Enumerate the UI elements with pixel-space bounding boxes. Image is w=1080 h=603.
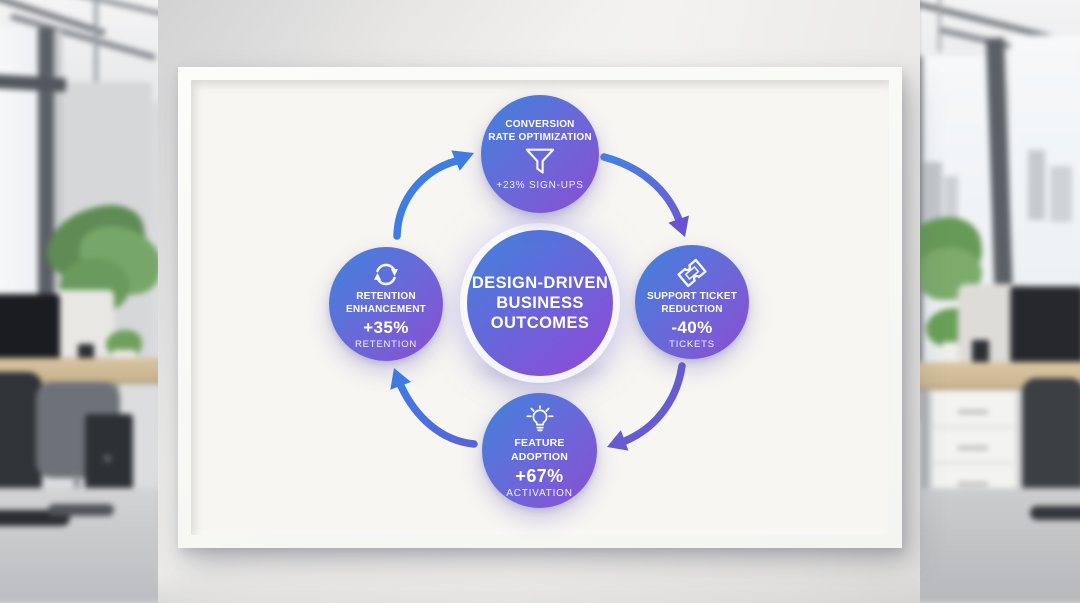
center-circle: DESIGN-DRIVEN BUSINESS OUTCOMES <box>467 230 613 376</box>
chair-wheels <box>1030 506 1080 520</box>
node-metric-label: RETENTION <box>354 339 418 350</box>
node-title: FEATURE ADOPTION <box>510 436 569 463</box>
node-retention-enhancement: RETENTION ENHANCEMENT +35% RETENTION <box>329 247 443 361</box>
monitor <box>0 294 60 366</box>
city-skyline <box>924 162 942 224</box>
node-title: SUPPORT TICKET REDUCTION <box>646 290 738 315</box>
hanging-rod <box>938 0 941 52</box>
node-support-ticket-reduction: SUPPORT TICKET REDUCTION -40% TICKETS <box>635 245 749 359</box>
node-metric: -40% <box>671 317 713 337</box>
office-background-left <box>0 0 158 603</box>
node-metric: +67% <box>515 466 564 487</box>
center-title-line: BUSINESS <box>496 293 584 312</box>
monitor <box>1010 286 1080 364</box>
desk-leg <box>920 390 928 495</box>
center-title-line: DESIGN-DRIVEN <box>471 273 609 292</box>
node-metric: +35% <box>363 318 409 337</box>
city-skyline <box>1050 166 1072 222</box>
drawer-handle <box>958 446 988 450</box>
center-title: DESIGN-DRIVEN BUSINESS OUTCOMES <box>472 273 608 333</box>
city-skyline <box>1028 150 1045 220</box>
node-metric-label: TICKETS <box>669 338 715 350</box>
window <box>0 28 42 318</box>
drawer-handle <box>958 482 988 486</box>
node-conversion-rate-optimization: CONVERSION RATE OPTIMIZATION +23% SIGN-U… <box>481 95 599 213</box>
city-skyline <box>944 176 958 222</box>
node-metric-label: ACTIVATION <box>506 488 573 500</box>
pen-cup <box>972 340 989 366</box>
office-chair <box>1022 378 1080 502</box>
drawer-handle <box>958 410 988 414</box>
node-metric-line: +23% SIGN-UPS <box>496 179 584 191</box>
node-title: CONVERSION RATE OPTIMIZATION <box>488 118 592 143</box>
node-title: RETENTION ENHANCEMENT <box>346 291 426 315</box>
pc-power-button <box>103 454 112 463</box>
chair-wheels <box>48 504 114 516</box>
drawer-divider <box>934 462 1014 464</box>
drawer-divider <box>934 426 1014 428</box>
hanging-rod <box>94 0 98 86</box>
ticket-icon <box>677 258 707 287</box>
office-chair <box>0 372 42 502</box>
center-title-line: OUTCOMES <box>490 314 590 333</box>
office-background-right <box>920 0 1080 603</box>
funnel-icon <box>525 148 555 174</box>
window-frame <box>38 28 54 318</box>
node-feature-adoption: FEATURE ADOPTION +67% ACTIVATION <box>482 393 597 508</box>
lightbulb-icon <box>525 405 554 432</box>
window-frame <box>54 30 62 310</box>
refresh-icon <box>374 263 398 286</box>
